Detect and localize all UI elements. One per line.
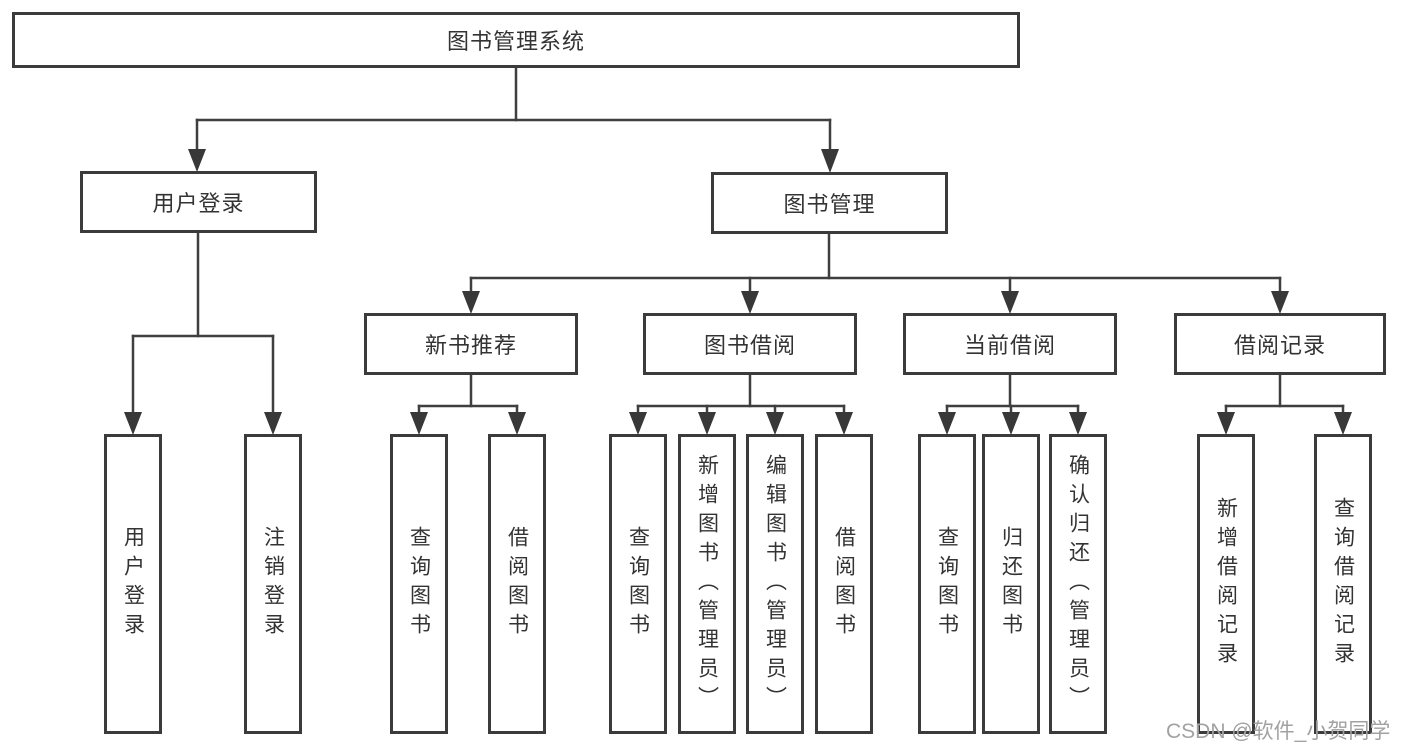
node-label: 图书管理系统	[446, 29, 585, 54]
leaf-label: 确认归还（管理员）	[1066, 453, 1090, 715]
node-library-management-system: 图书管理系统	[12, 12, 1020, 68]
leaf-label: 借阅图书	[832, 526, 856, 642]
node-book-borrowing: 图书借阅	[643, 313, 857, 375]
leaf-label: 查询图书	[935, 526, 959, 642]
node-label: 图书借阅	[703, 333, 796, 358]
node-user-login: 用户登录	[80, 171, 317, 233]
leaf-user-login: 用户登录	[104, 434, 162, 734]
leaf-label: 注销登录	[261, 526, 285, 642]
leaf-label: 借阅图书	[505, 526, 529, 642]
node-label: 新书推荐	[424, 333, 517, 358]
leaf-add-borrow-record: 新增借阅记录	[1197, 434, 1255, 734]
leaf-add-books-admin: 新增图书（管理员）	[678, 434, 736, 734]
leaf-label: 编辑图书（管理员）	[763, 453, 787, 715]
node-borrowing-records: 借阅记录	[1174, 313, 1386, 375]
node-book-management: 图书管理	[711, 172, 948, 234]
node-label: 图书管理	[783, 192, 876, 217]
leaf-return-books: 归还图书	[982, 434, 1040, 734]
leaf-label: 用户登录	[121, 526, 145, 642]
leaf-label: 归还图书	[999, 526, 1023, 642]
leaf-label: 查询借阅记录	[1331, 497, 1355, 671]
leaf-label: 新增借阅记录	[1214, 497, 1238, 671]
leaf-label: 查询图书	[407, 526, 431, 642]
node-label: 借阅记录	[1233, 333, 1326, 358]
leaf-query-borrow-record: 查询借阅记录	[1314, 434, 1372, 734]
csdn-watermark: CSDN @软件_小贺同学	[1166, 720, 1391, 743]
leaf-query-books-current: 查询图书	[918, 434, 976, 734]
leaf-edit-books-admin: 编辑图书（管理员）	[746, 434, 804, 734]
node-new-book-recommendation: 新书推荐	[364, 313, 578, 375]
node-current-borrowing: 当前借阅	[903, 313, 1117, 375]
leaf-label: 查询图书	[626, 526, 650, 642]
leaf-borrow-books-borrowing: 借阅图书	[815, 434, 873, 734]
leaf-borrow-books-recommend: 借阅图书	[488, 434, 546, 734]
leaf-confirm-return-admin: 确认归还（管理员）	[1049, 434, 1107, 734]
leaf-query-books-recommend: 查询图书	[390, 434, 448, 734]
node-label: 当前借阅	[963, 333, 1056, 358]
leaf-label: 新增图书（管理员）	[695, 453, 719, 715]
leaf-logout-login: 注销登录	[244, 434, 302, 734]
leaf-query-books-borrowing: 查询图书	[609, 434, 667, 734]
node-label: 用户登录	[152, 191, 245, 216]
